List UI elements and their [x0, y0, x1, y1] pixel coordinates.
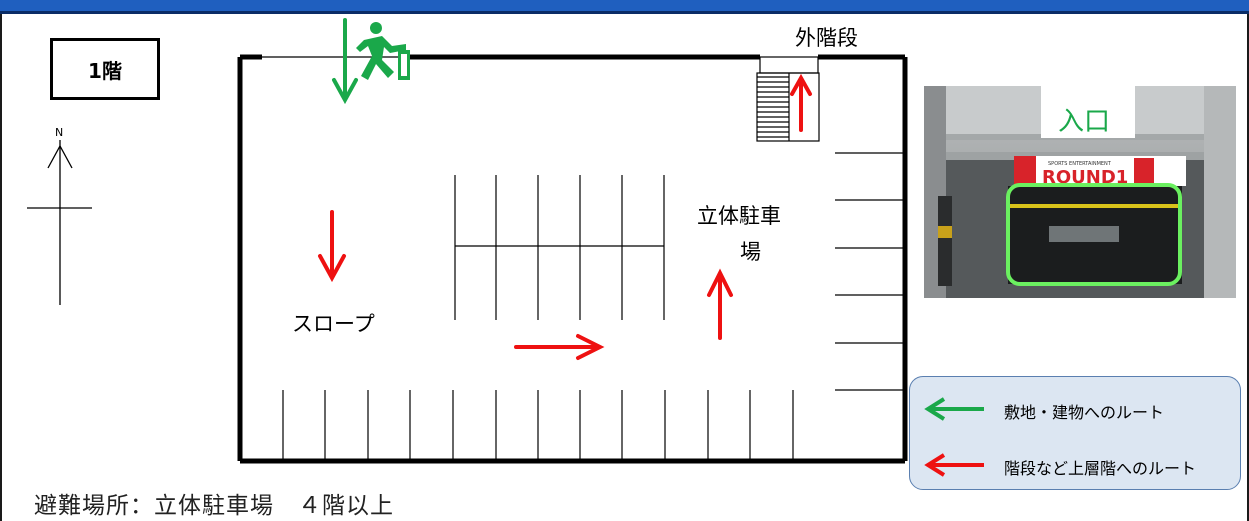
- red-arrow-icon: [924, 453, 984, 477]
- stairs: [756, 56, 820, 142]
- red-route-arrow-right: [514, 334, 605, 360]
- green-arrow-icon: [924, 397, 984, 421]
- compass-label: N: [55, 126, 63, 139]
- header-bar: [0, 0, 1249, 14]
- legend-label-red: 階段など上層階へのルート: [1004, 459, 1197, 478]
- legend-item-red: 階段など上層階へのルート: [910, 450, 1240, 480]
- parking-label-line1: 立体駐車: [697, 204, 781, 228]
- stairs-label: 外階段: [795, 26, 858, 50]
- slope-label: スロープ: [292, 312, 375, 336]
- evacuation-caption: 避難場所：立体駐車場 ４階以上: [34, 493, 394, 519]
- north-compass-icon: N: [27, 126, 92, 305]
- sign-small-text: SPORTS ENTERTAINMENT: [1048, 161, 1112, 167]
- floor-label-box: 1階: [50, 38, 160, 100]
- red-route-arrow-stairs: [790, 73, 812, 132]
- red-route-arrow-slope-down: [318, 210, 346, 283]
- green-route-arrow: [332, 18, 358, 105]
- legend-label-green: 敷地・建物へのルート: [1004, 403, 1165, 422]
- parking-stalls: [282, 152, 905, 461]
- route-legend: 敷地・建物へのルート 階段など上層階へのルート: [909, 376, 1241, 490]
- entrance-label: 入口: [1058, 107, 1110, 137]
- page-frame: [0, 14, 1249, 521]
- parking-label-line2: 場: [740, 240, 761, 264]
- entrance-photo: SPORTS ENTERTAINMENT ROUND1 入口: [924, 86, 1236, 298]
- red-route-arrow-up: [707, 268, 733, 340]
- building-outline: [237, 54, 908, 464]
- emergency-exit-icon: [356, 22, 410, 80]
- sign-main-text: ROUND1: [1042, 167, 1128, 188]
- legend-item-green: 敷地・建物へのルート: [910, 394, 1240, 424]
- floor-label: 1階: [88, 58, 122, 83]
